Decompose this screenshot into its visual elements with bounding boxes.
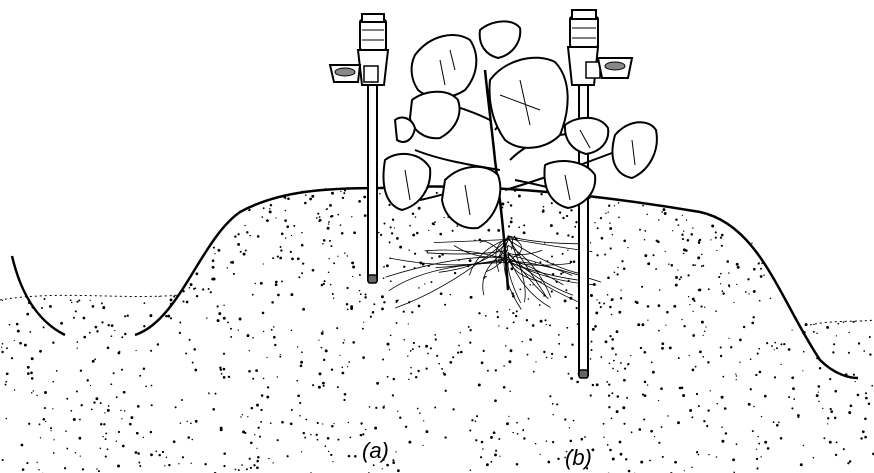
soil-stipple bbox=[0, 179, 874, 473]
tensiometer-a-icon bbox=[330, 14, 388, 283]
plant-roots bbox=[386, 235, 601, 309]
soil-mound bbox=[0, 179, 874, 473]
label-b: (b) bbox=[565, 447, 592, 469]
label-a: (a) bbox=[362, 440, 389, 462]
